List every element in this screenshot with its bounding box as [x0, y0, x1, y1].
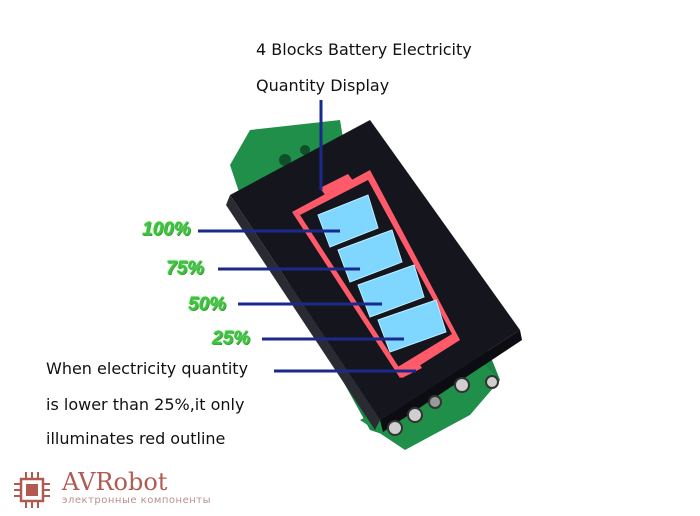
- note-line-3: illuminates red outline: [46, 429, 226, 448]
- title-line-1: 4 Blocks Battery Electricity: [256, 40, 472, 59]
- avrobot-logo: AVRobot электронные компоненты: [12, 468, 272, 512]
- level-block-100: [317, 194, 379, 248]
- label-25-percent: 25%: [212, 328, 251, 349]
- label-75-percent: 75%: [166, 258, 205, 279]
- label-100-percent: 100%: [142, 219, 191, 240]
- chip-icon: [14, 472, 50, 508]
- logo-name: AVRobot: [62, 468, 168, 496]
- connector-pins: [387, 375, 499, 436]
- logo-tagline: электронные компоненты: [62, 495, 211, 506]
- note-line-2: is lower than 25%,it only: [46, 395, 245, 414]
- note-line-1: When electricity quantity: [46, 359, 249, 378]
- pointer-lines: [198, 100, 416, 373]
- title-line-2: Quantity Display: [256, 76, 390, 95]
- label-50-percent: 50%: [188, 294, 227, 315]
